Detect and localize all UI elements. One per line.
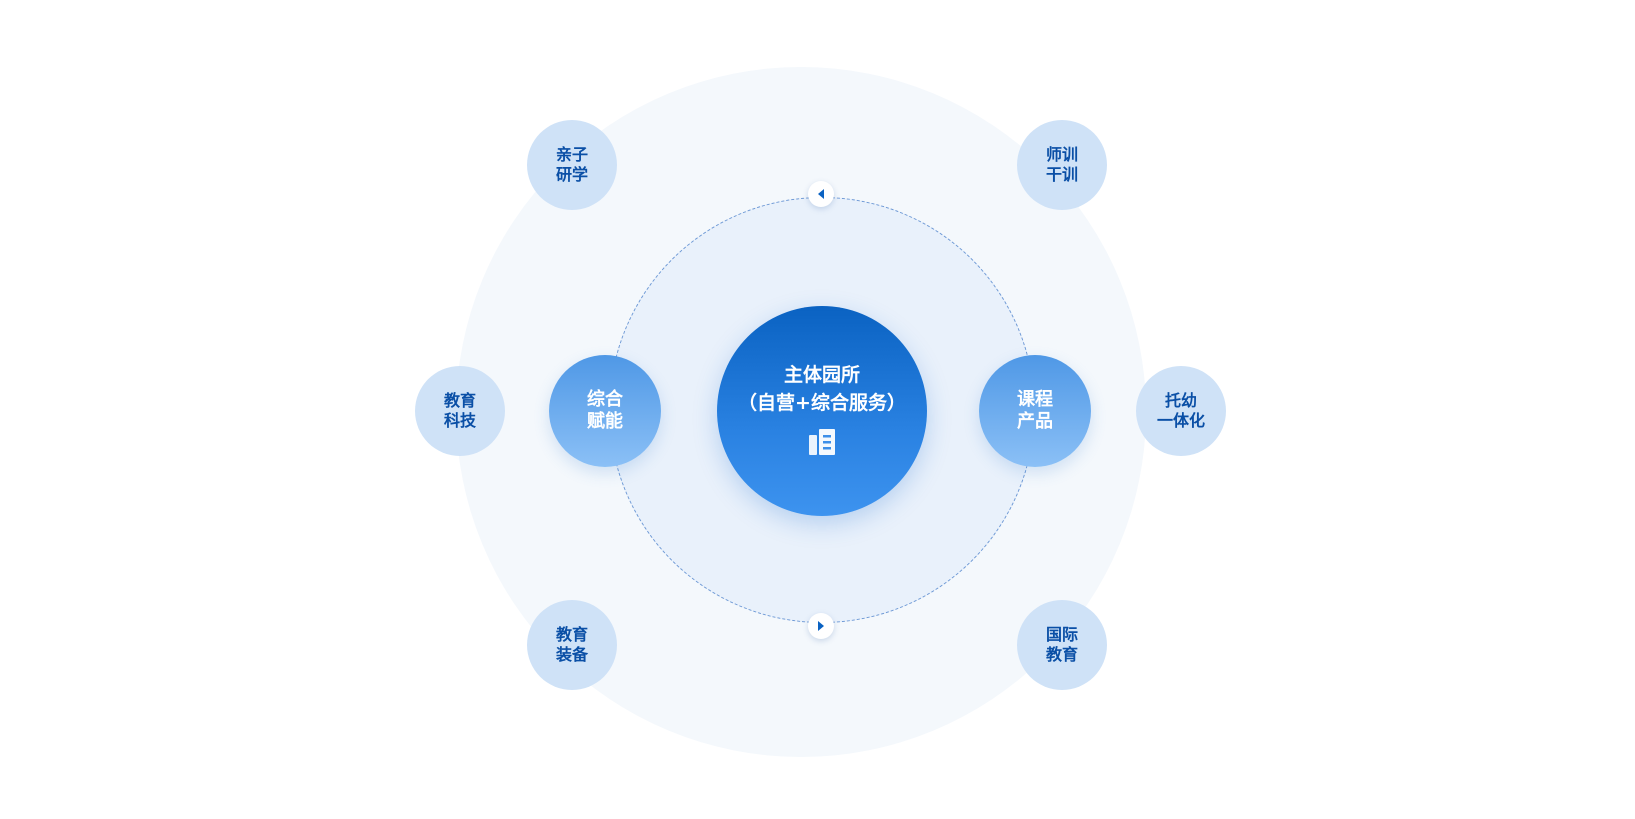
node-education-technology[interactable]: 教育 科技 (415, 366, 505, 456)
caret-right-icon (816, 617, 826, 636)
core-circle: 主体园所 （自营+综合服务） (717, 306, 927, 516)
node-label: 教育 装备 (555, 625, 588, 664)
node-parent-child-study[interactable]: 亲子 研学 (527, 120, 617, 210)
node-label: 综合 赋能 (587, 389, 623, 432)
prev-button[interactable] (808, 181, 834, 207)
next-button[interactable] (808, 613, 834, 639)
node-label: 国际 教育 (1045, 625, 1078, 664)
caret-left-icon (816, 185, 826, 204)
node-label: 亲子 研学 (555, 145, 588, 184)
building-icon (807, 427, 837, 461)
node-label: 教育 科技 (443, 391, 476, 430)
node-label: 托幼 一体化 (1156, 391, 1205, 430)
node-international-education[interactable]: 国际 教育 (1017, 600, 1107, 690)
node-comprehensive-empowerment[interactable]: 综合 赋能 (549, 355, 661, 467)
node-label: 师训 干训 (1045, 145, 1078, 184)
node-teacher-training[interactable]: 师训 干训 (1017, 120, 1107, 210)
node-nursery-integration[interactable]: 托幼 一体化 (1136, 366, 1226, 456)
core-title: 主体园所 （自营+综合服务） (738, 364, 906, 414)
node-education-equipment[interactable]: 教育 装备 (527, 600, 617, 690)
node-label: 课程 产品 (1017, 389, 1053, 432)
node-course-products[interactable]: 课程 产品 (979, 355, 1091, 467)
